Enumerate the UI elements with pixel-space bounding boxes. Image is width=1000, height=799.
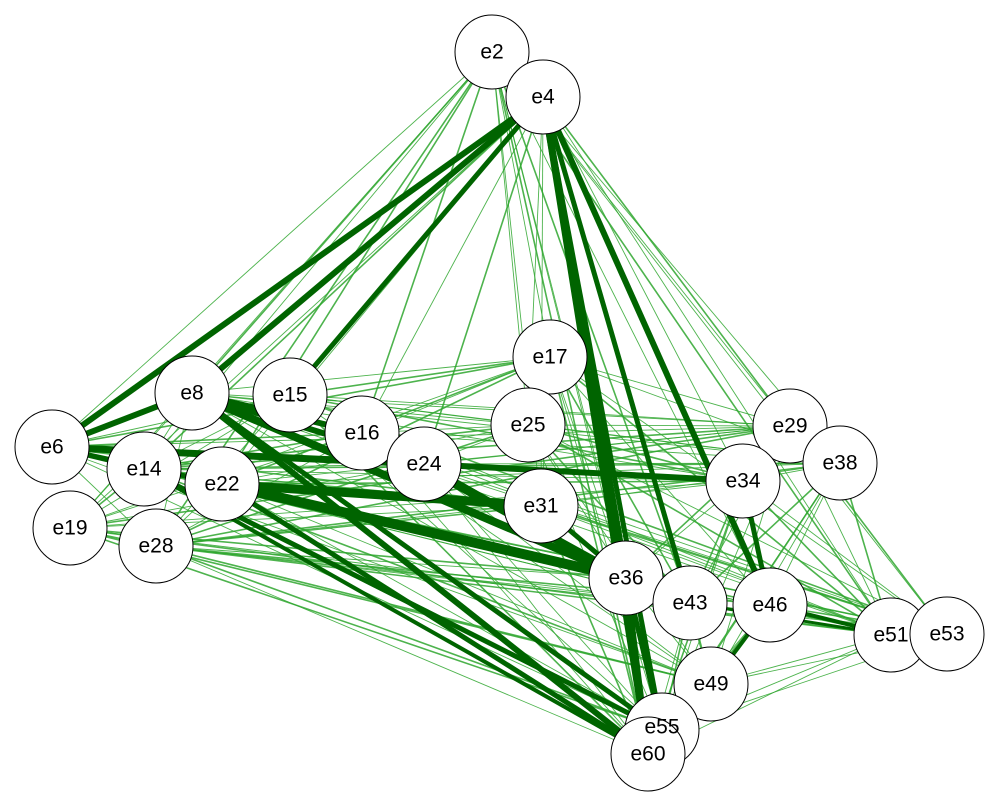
node-label: e16 [344,422,379,445]
node-label: e15 [272,384,307,407]
edge-e31-e51 [540,505,892,636]
node-label: e14 [126,458,161,481]
node-label: e17 [532,346,567,369]
node-e38[interactable] [802,425,878,501]
node-label: e31 [523,495,558,518]
edge-e17-e8 [191,356,551,394]
edge-e22-e55 [221,483,663,731]
node-label: e19 [52,517,87,540]
node-e24[interactable] [386,426,462,502]
node-label: e36 [608,567,643,590]
node-e43[interactable] [652,565,728,641]
node-label: e38 [822,452,857,475]
edge-e25-e51 [527,424,892,636]
edge-e16-e6 [51,432,363,448]
edge-e24-e34 [423,461,744,484]
node-e22[interactable] [184,446,260,522]
edge-e22-e36 [220,479,628,583]
node-e17[interactable] [512,319,588,395]
node-label: e6 [40,436,63,459]
node-e46[interactable] [732,567,808,643]
node-e31[interactable] [503,468,579,544]
node-label: e43 [672,592,707,615]
edge-e29-e4 [542,96,791,427]
edge-e17-e43 [549,356,691,604]
edge-e28-e36 [155,545,627,579]
node-label: e49 [693,673,728,696]
node-e16[interactable] [324,395,400,471]
node-label: e29 [772,415,807,438]
node-label: e51 [873,624,908,647]
node-e15[interactable] [252,357,328,433]
edge-e34-e4 [542,96,744,482]
node-e6[interactable] [14,409,90,485]
edge-e4-e15 [288,95,545,397]
node-label: e60 [630,743,665,766]
node-e34[interactable] [705,443,781,519]
edge-e16-e2 [361,51,493,434]
node-label: e46 [752,594,787,617]
edge-e4-e43 [540,96,693,604]
node-label: e24 [406,453,441,476]
node-e4[interactable] [505,59,581,135]
edge-e24-e4 [423,96,544,465]
node-label: e34 [725,470,760,493]
edge-e2-e60 [491,51,649,755]
node-label: e25 [510,414,545,437]
node-e2[interactable] [454,14,530,90]
node-e14[interactable] [106,431,182,507]
edge-e4-e6 [50,94,545,450]
edge-e28-e53 [155,545,948,635]
node-e28[interactable] [118,508,194,584]
node-e60[interactable] [610,716,686,792]
node-e49[interactable] [673,646,749,722]
edge-e25-e28 [155,424,529,547]
edge-e8-e60 [190,390,650,757]
node-circles [14,14,985,792]
edge-e2-e43 [491,51,691,604]
node-label: e2 [480,41,503,64]
edge-e16-e4 [361,96,544,434]
edge-e4-e8 [190,94,545,396]
edge-e15-e17 [289,356,551,396]
node-e53[interactable] [909,596,985,672]
node-e8[interactable] [154,355,230,431]
node-label: e22 [204,473,239,496]
node-e25[interactable] [490,387,566,463]
node-label: e55 [644,716,679,739]
edge-e4-e51 [542,96,892,636]
node-label: e28 [138,535,173,558]
edge-e28-e60 [155,545,649,755]
edge-e31-e38 [540,462,841,507]
edge-e2-e6 [51,51,493,448]
edge-e25-e29 [527,424,791,427]
node-label: e53 [929,623,964,646]
node-labels: e2 e4 e6 e8 e14 e15 e16 e17 e19 e22 e24 e25 e28 e29 e3… [40,41,964,766]
edge-e4-e46 [540,95,773,607]
edge-e4-e60 [540,96,651,755]
edge-e22-e60 [220,481,650,757]
edge-e8-e55 [190,390,664,733]
node-label: e8 [180,382,203,405]
edge-e17-e2 [491,51,551,358]
node-label: e4 [531,86,555,109]
node-e19[interactable] [32,490,108,566]
